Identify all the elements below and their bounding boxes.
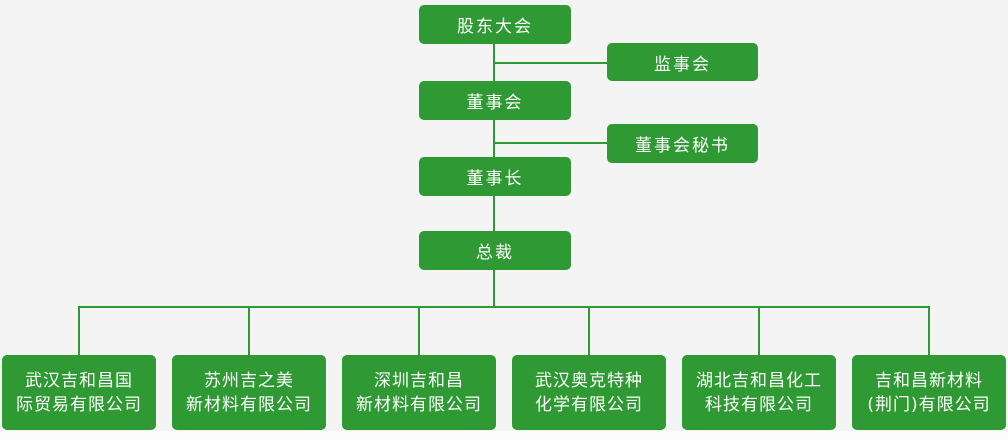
node-subsidiary-jingmen-materials: 吉和昌新材料 (荆门)有限公司 [852,355,1006,430]
subsidiary-name-line: 武汉奥克特种 [535,370,643,391]
subsidiary-name-line: 武汉吉和昌国 [25,370,133,391]
connector-drop-subsidiary-3 [418,306,420,355]
node-board-of-directors: 董事会 [419,81,571,120]
node-president: 总裁 [419,231,571,270]
node-subsidiary-suzhou-materials: 苏州吉之美 新材料有限公司 [172,355,326,430]
connector-drop-subsidiary-1 [78,306,80,355]
subsidiary-name-line: 际贸易有限公司 [16,394,142,415]
node-chairman: 董事长 [419,157,571,196]
node-subsidiary-hubei-chemtech: 湖北吉和昌化工 科技有限公司 [682,355,836,430]
subsidiary-name-line: 新材料有限公司 [186,394,312,415]
node-subsidiary-wuhan-trade: 武汉吉和昌国 际贸易有限公司 [2,355,156,430]
section-bottom-strip [0,431,1008,441]
subsidiary-name-line: (荆门)有限公司 [867,394,991,415]
subsidiary-name-line: 新材料有限公司 [356,394,482,415]
subsidiary-name-line: 吉和昌新材料 [875,370,983,391]
connector-drop-subsidiary-2 [248,306,250,355]
node-subsidiary-wuhan-chemical: 武汉奥克特种 化学有限公司 [512,355,666,430]
subsidiary-name-line: 科技有限公司 [705,394,813,415]
connector-secretary-branch [494,142,607,144]
node-supervisory-board: 监事会 [607,43,758,81]
node-subsidiary-shenzhen-materials: 深圳吉和昌 新材料有限公司 [342,355,496,430]
connector-subsidiaries-bus [78,306,930,308]
subsidiary-name-line: 苏州吉之美 [204,370,294,391]
subsidiary-name-line: 化学有限公司 [535,394,643,415]
subsidiary-name-line: 湖北吉和昌化工 [696,370,822,391]
connector-drop-subsidiary-6 [928,306,930,355]
node-shareholders-meeting: 股东大会 [419,5,571,44]
connector-drop-subsidiary-5 [758,306,760,355]
connector-drop-subsidiary-4 [588,306,590,355]
connector-supervisory-branch [494,62,607,64]
node-board-secretary: 董事会秘书 [607,124,758,163]
subsidiary-name-line: 深圳吉和昌 [374,370,464,391]
